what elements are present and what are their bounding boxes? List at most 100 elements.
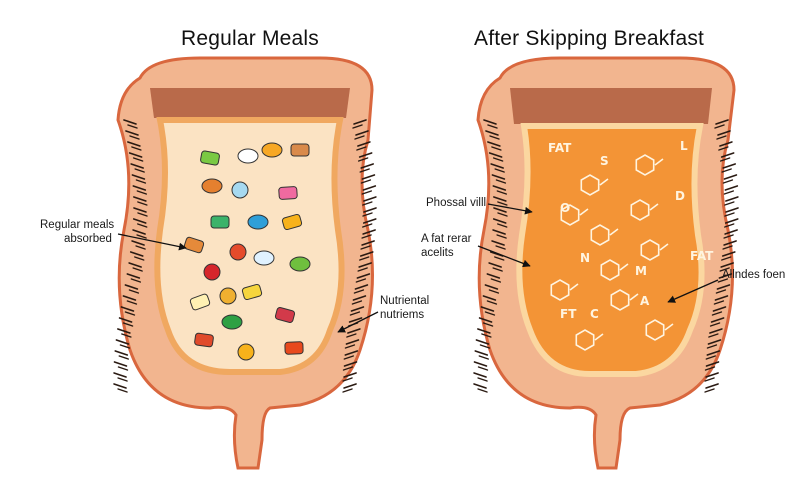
villus <box>128 289 140 294</box>
villus <box>354 284 369 290</box>
villus <box>706 344 718 349</box>
villus <box>718 273 733 279</box>
molecule-mark: L <box>680 139 688 153</box>
villus <box>473 372 487 378</box>
molecule-bond <box>619 263 629 271</box>
villus <box>355 278 367 283</box>
arrow-fat <box>477 245 531 268</box>
villus <box>131 146 142 151</box>
villus <box>482 322 494 327</box>
food-piece <box>229 243 247 261</box>
food-piece <box>289 256 311 272</box>
food-piece <box>194 332 214 348</box>
villus <box>497 201 508 206</box>
villus <box>345 339 360 345</box>
villus <box>474 350 489 356</box>
villus <box>492 157 504 162</box>
villus <box>352 295 367 301</box>
molecule-mark: FAT <box>690 249 714 263</box>
villus <box>710 317 725 323</box>
villus <box>490 163 504 169</box>
villus <box>361 234 372 239</box>
villus <box>705 383 719 389</box>
villus <box>135 179 147 184</box>
villus <box>473 383 487 389</box>
villus <box>362 201 373 206</box>
villus <box>705 372 719 378</box>
villus <box>115 339 130 345</box>
villus <box>481 333 492 338</box>
villus <box>355 130 369 136</box>
villus <box>132 229 146 235</box>
villus <box>127 124 138 129</box>
villus <box>113 383 127 389</box>
villus <box>120 306 135 312</box>
villus <box>134 168 145 173</box>
villus <box>359 256 370 261</box>
villus <box>363 207 377 213</box>
molecule-ring <box>600 259 620 281</box>
villus <box>491 240 505 246</box>
villus <box>342 388 353 393</box>
molecule-mark: FAT <box>548 141 572 155</box>
molecule-mark: O <box>560 201 570 215</box>
label-fat-line1: A fat rerar <box>421 233 472 245</box>
villus <box>136 190 148 195</box>
villus <box>706 350 721 356</box>
villus <box>353 289 365 294</box>
villus <box>359 251 374 257</box>
food-piece <box>201 178 223 194</box>
villus <box>493 207 507 213</box>
villus <box>117 377 128 382</box>
villus <box>486 300 498 305</box>
food-piece <box>290 143 310 157</box>
villus <box>362 185 377 191</box>
villus <box>124 311 136 316</box>
villus <box>135 245 146 250</box>
villus <box>722 245 733 250</box>
villus <box>360 163 374 169</box>
molecule-ring <box>645 319 665 341</box>
villus <box>492 185 507 191</box>
arrow-alndes <box>667 279 719 303</box>
villus <box>133 196 147 202</box>
villus <box>487 141 501 147</box>
villus <box>723 190 735 195</box>
villus <box>137 223 148 228</box>
villus <box>136 234 147 239</box>
villus <box>360 179 372 184</box>
villus <box>715 289 727 294</box>
villus <box>132 218 147 224</box>
food-piece <box>219 287 237 305</box>
villus <box>723 240 737 246</box>
villus <box>343 372 357 378</box>
villus <box>716 284 731 290</box>
villus <box>493 196 507 202</box>
villus <box>360 245 371 250</box>
villus <box>714 124 725 129</box>
villus <box>477 366 489 371</box>
villus <box>724 229 738 235</box>
villus <box>725 207 739 213</box>
villus <box>479 344 491 349</box>
villus <box>719 141 733 147</box>
food-piece <box>189 293 211 311</box>
villus <box>494 168 505 173</box>
villus <box>358 152 373 158</box>
right-panel-title: After Skipping Breakfast <box>474 27 705 50</box>
villus <box>362 212 373 217</box>
molecule-mark: C <box>590 307 599 321</box>
villus <box>721 251 736 257</box>
molecule-mark: A <box>640 294 650 308</box>
villus <box>721 256 732 261</box>
villus <box>128 262 142 268</box>
villus <box>353 119 367 125</box>
label-regular-meals: Regular meals absorbed <box>40 218 114 246</box>
villus <box>492 218 507 224</box>
villus <box>724 218 739 224</box>
villus <box>478 317 493 323</box>
villus <box>484 311 496 316</box>
villus <box>725 196 739 202</box>
